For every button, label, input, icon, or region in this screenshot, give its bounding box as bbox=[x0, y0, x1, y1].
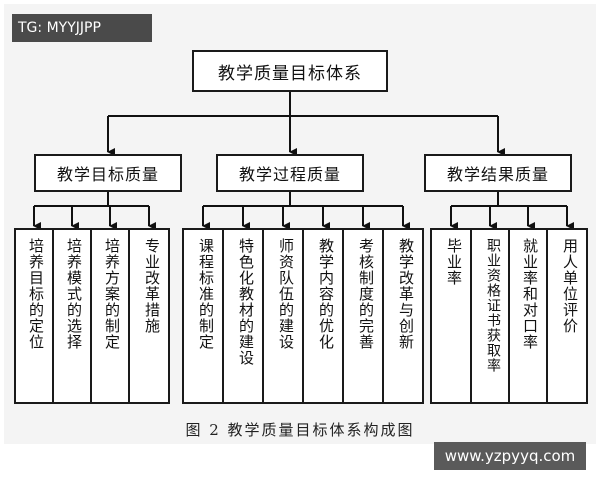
leaf-label: 毕业率 bbox=[445, 238, 463, 286]
leaf-node: 培养模式的选择 bbox=[52, 228, 92, 404]
leaf-node: 考核制度的完善 bbox=[342, 228, 384, 404]
leaf-node: 就业率和对口率 bbox=[508, 228, 548, 404]
root-node: 教学质量目标体系 bbox=[192, 50, 388, 92]
leaf-label: 课程标准的制定 bbox=[197, 238, 215, 350]
leaf-label: 培养方案的制定 bbox=[103, 238, 121, 350]
root-label: 教学质量目标体系 bbox=[218, 63, 362, 84]
leaf-label: 特色化教材的建设 bbox=[237, 238, 255, 366]
group-label: 教学过程质量 bbox=[238, 165, 341, 184]
group-label: 教学目标质量 bbox=[56, 165, 159, 184]
leaf-label: 考核制度的完善 bbox=[357, 238, 375, 350]
leaf-node: 职业资格证书获取率 bbox=[470, 228, 510, 404]
leaf-label: 就业率和对口率 bbox=[521, 238, 539, 350]
source-tag: TG: MYYJJPP bbox=[12, 14, 152, 42]
group-label: 教学结果质量 bbox=[446, 165, 549, 184]
leaf-node: 师资队伍的建设 bbox=[262, 228, 304, 404]
leaf-node: 培养方案的制定 bbox=[90, 228, 130, 404]
group-node-result: 教学结果质量 bbox=[424, 154, 572, 192]
leaf-label: 用人单位评价 bbox=[561, 238, 579, 334]
leaf-node: 课程标准的制定 bbox=[182, 228, 224, 404]
leaf-label: 教学改革与创新 bbox=[397, 238, 415, 350]
leaf-label: 师资队伍的建设 bbox=[277, 238, 295, 350]
leaf-label: 培养模式的选择 bbox=[65, 238, 83, 350]
connector-lines bbox=[33, 92, 574, 230]
leaf-label: 职业资格证书获取率 bbox=[485, 238, 501, 373]
leaf-node: 培养目标的定位 bbox=[14, 228, 54, 404]
leaf-node: 专业改革措施 bbox=[128, 228, 170, 404]
figure-caption: 图 2 教学质量目标体系构成图 bbox=[185, 421, 415, 439]
leaf-label: 教学内容的优化 bbox=[317, 238, 335, 350]
leaf-node: 教学改革与创新 bbox=[382, 228, 424, 404]
diagram-panel: 教学质量目标体系 教学目标质量 教学过程质量 教学结果质量 培养目标的定位 培养… bbox=[4, 4, 596, 444]
leaf-label: 培养目标的定位 bbox=[27, 238, 45, 350]
leaf-node: 特色化教材的建设 bbox=[222, 228, 264, 404]
leaf-label: 专业改革措施 bbox=[143, 238, 161, 334]
group-node-goal: 教学目标质量 bbox=[34, 154, 182, 192]
leaf-node: 教学内容的优化 bbox=[302, 228, 344, 404]
watermark: www.yzpyyq.com bbox=[434, 442, 586, 470]
group-node-process: 教学过程质量 bbox=[216, 154, 364, 192]
diagram-frame: 教学质量目标体系 教学目标质量 教学过程质量 教学结果质量 培养目标的定位 培养… bbox=[4, 4, 596, 476]
leaf-node: 毕业率 bbox=[430, 228, 472, 404]
leaf-node: 用人单位评价 bbox=[546, 228, 588, 404]
